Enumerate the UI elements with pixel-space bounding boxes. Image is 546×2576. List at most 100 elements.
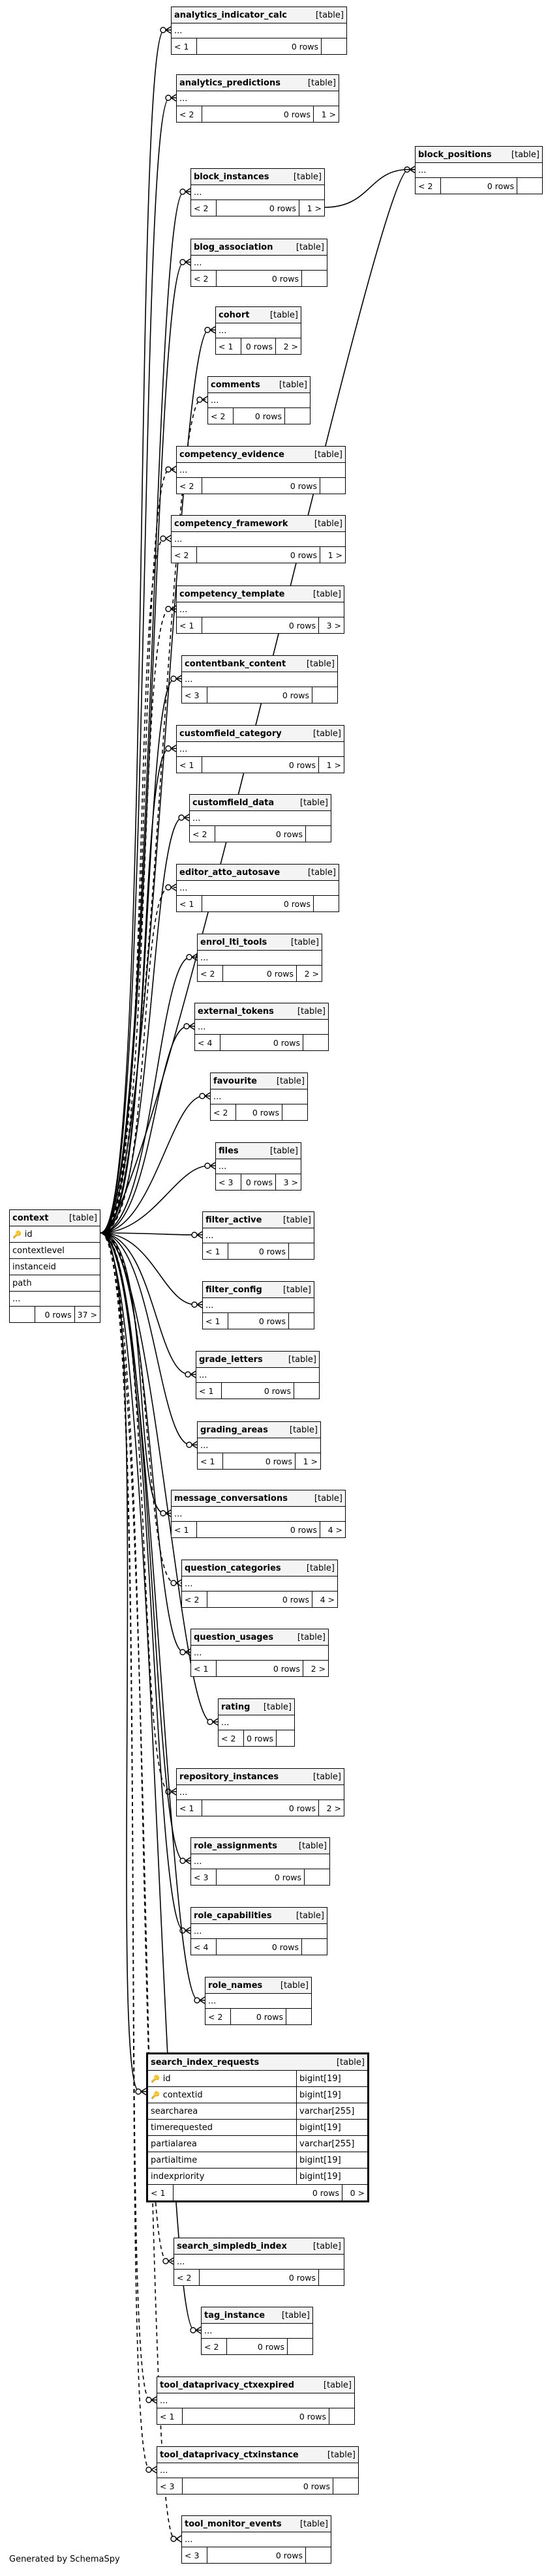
table-name[interactable]: files <box>219 1146 239 1156</box>
parent-count[interactable]: < 3 <box>182 2547 207 2563</box>
table-name[interactable]: question_categories <box>185 1563 281 1573</box>
table-name[interactable]: search_simpledb_index <box>177 2241 287 2251</box>
child-count[interactable] <box>277 1730 301 1746</box>
child-count[interactable] <box>306 826 331 842</box>
table-tool-dataprivacy-ctxexpired[interactable]: tool_dataprivacy_ctxexpired[table]...< 1… <box>157 2376 355 2425</box>
table-name[interactable]: filter_config <box>205 1284 262 1295</box>
column-row[interactable]: 🔑id <box>10 1226 100 1243</box>
parent-count[interactable]: < 2 <box>177 478 202 494</box>
column-row[interactable]: contextlevel <box>10 1243 100 1259</box>
child-count[interactable]: 1 > <box>321 109 336 119</box>
parent-count[interactable]: < 1 <box>196 1383 222 1399</box>
parent-count[interactable]: < 3 <box>191 1869 217 1885</box>
parent-count[interactable]: < 2 <box>211 1104 236 1120</box>
parent-count[interactable]: < 2 <box>205 2009 231 2024</box>
parent-count[interactable]: < 2 <box>416 178 441 194</box>
table-name[interactable]: competency_template <box>179 589 285 599</box>
table-name[interactable]: search_index_requests <box>151 2057 260 2067</box>
table-name[interactable]: filter_active <box>205 1215 262 1225</box>
parent-count[interactable]: < 2 <box>190 826 215 842</box>
table-name[interactable]: role_names <box>208 1980 263 1991</box>
child-count[interactable]: 1 > <box>307 203 322 213</box>
parent-count[interactable]: < 1 <box>191 1661 217 1676</box>
child-count[interactable] <box>302 271 327 286</box>
parent-count[interactable]: < 1 <box>157 2408 183 2424</box>
column-row[interactable]: instanceid <box>10 1259 100 1275</box>
child-count[interactable] <box>320 478 345 494</box>
parent-count[interactable]: < 1 <box>172 38 197 54</box>
parent-count[interactable]: < 3 <box>182 687 207 703</box>
table-name[interactable]: message_conversations <box>174 1493 288 1503</box>
table-name[interactable]: blog_association <box>194 242 273 252</box>
child-count[interactable]: 1 > <box>327 550 342 560</box>
parent-count[interactable]: < 3 <box>157 2478 183 2494</box>
parent-count[interactable]: < 2 <box>191 200 217 216</box>
table-name[interactable]: external_tokens <box>198 1006 274 1016</box>
table-name[interactable]: block_instances <box>194 171 269 182</box>
parent-count[interactable]: < 1 <box>198 1453 223 1469</box>
parent-count[interactable]: < 4 <box>195 1035 220 1050</box>
table-name[interactable]: competency_framework <box>174 518 288 529</box>
child-count[interactable] <box>305 1869 329 1885</box>
child-count[interactable] <box>319 2270 344 2285</box>
table-name[interactable]: analytics_predictions <box>179 78 281 88</box>
parent-count[interactable]: < 1 <box>177 896 202 911</box>
child-count[interactable]: 0 > <box>350 2187 365 2198</box>
parent-count[interactable]: < 1 <box>177 757 202 773</box>
table-name[interactable]: tool_monitor_events <box>185 2519 282 2529</box>
child-count[interactable] <box>282 1104 307 1120</box>
child-count[interactable] <box>312 687 337 703</box>
child-count[interactable] <box>302 1939 327 1955</box>
child-count[interactable] <box>288 2339 312 2354</box>
table-name[interactable]: customfield_category <box>179 728 282 739</box>
table-name[interactable]: role_assignments <box>194 1841 277 1851</box>
parent-count[interactable]: < 2 <box>198 966 223 981</box>
parent-count[interactable]: < 2 <box>182 1591 207 1607</box>
table-name[interactable]: tag_instance <box>204 2310 265 2320</box>
child-count[interactable]: 2 > <box>311 1663 326 1674</box>
parent-count[interactable]: < 3 <box>216 1174 241 1190</box>
parent-count[interactable]: < 2 <box>191 271 217 286</box>
table-name[interactable]: role_capabilities <box>194 1910 272 1921</box>
table-name[interactable]: competency_evidence <box>179 449 284 460</box>
parent-count[interactable]: < 1 <box>148 2185 174 2200</box>
table-name[interactable]: rating <box>221 1702 250 1712</box>
table-name[interactable]: tool_dataprivacy_ctxexpired <box>160 2380 295 2390</box>
table-name[interactable]: customfield_data <box>192 797 275 808</box>
parent-count[interactable]: < 1 <box>177 617 202 633</box>
child-count[interactable] <box>286 2009 311 2024</box>
table-name[interactable]: repository_instances <box>179 1771 279 1782</box>
table-name[interactable]: grading_areas <box>200 1425 268 1435</box>
column-row[interactable]: path <box>10 1275 100 1292</box>
table-name[interactable]: enrol_lti_tools <box>200 937 267 947</box>
